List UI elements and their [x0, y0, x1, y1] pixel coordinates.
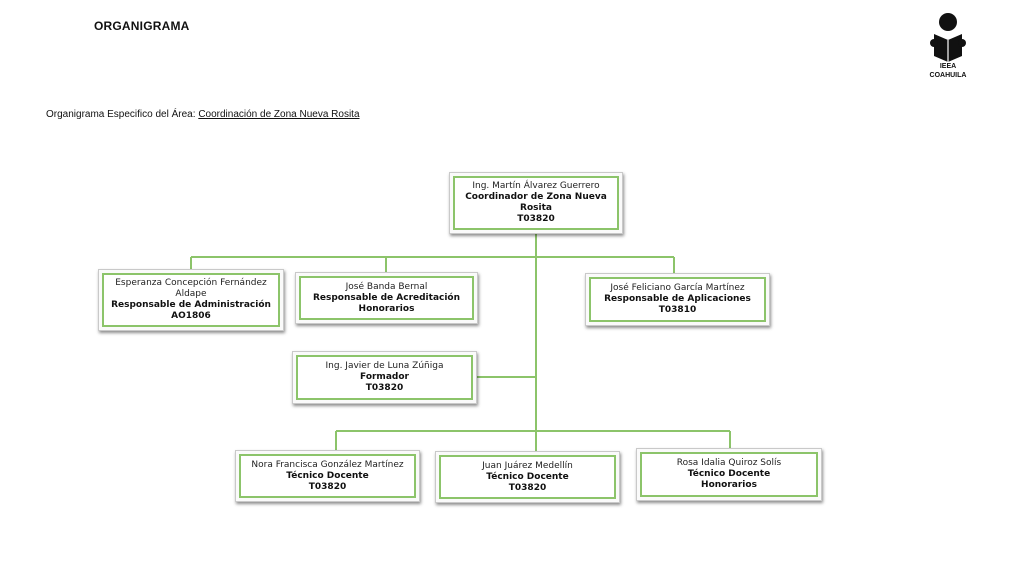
node-role: Técnico Docente — [286, 470, 369, 481]
node-code: Honorarios — [358, 303, 415, 314]
node-name: Nora Francisca González Martínez — [251, 459, 404, 470]
node-role: Técnico Docente — [486, 471, 569, 482]
node-name: José Feliciano García Martínez — [610, 283, 745, 293]
subtitle-area: Coordinación de Zona Nueva Rosita — [198, 109, 360, 120]
node-code: T03820 — [517, 214, 555, 224]
ieea-logo: IEEA COAHUILA — [922, 12, 974, 80]
org-area-subtitle: Organigrama Especifico del Área: Coordin… — [46, 109, 360, 120]
node-tecnico-3: Rosa Idalia Quiroz Solís Técnico Docente… — [636, 448, 822, 501]
page-title: ORGANIGRAMA — [94, 19, 190, 33]
node-role: Técnico Docente — [687, 469, 771, 479]
node-role: Responsable de Acreditación — [312, 292, 461, 303]
node-tecnico-2: Juan Juárez Medellín Técnico Docente T03… — [435, 451, 620, 503]
node-name: Ing. Javier de Luna Zúñiga — [325, 361, 444, 371]
node-formador: Ing. Javier de Luna Zúñiga Formador T038… — [292, 351, 477, 404]
node-name: Juan Juárez Medellín — [482, 460, 573, 471]
node-administracion: Esperanza Concepción Fernández Aldape Re… — [98, 269, 284, 331]
node-code: T03810 — [658, 305, 697, 315]
node-code: Honorarios — [701, 480, 757, 490]
node-name: Rosa Idalia Quiroz Solís — [676, 458, 782, 468]
node-role: Formador — [360, 372, 409, 382]
person-reading-icon — [930, 13, 966, 62]
node-code: T03820 — [508, 482, 547, 493]
node-role: Coordinador de Zona Nueva Rosita — [465, 192, 607, 213]
node-role: Responsable de Aplicaciones — [604, 294, 751, 304]
node-name: Ing. Martín Álvarez Guerrero — [472, 181, 600, 191]
node-role: Responsable de Administración — [111, 300, 271, 310]
node-name: José Banda Bernal — [345, 281, 428, 292]
node-coordinator: Ing. Martín Álvarez Guerrero Coordinador… — [449, 172, 623, 234]
node-code: T03820 — [308, 481, 347, 492]
node-tecnico-1: Nora Francisca González Martínez Técnico… — [235, 450, 420, 502]
node-code: T03820 — [365, 383, 404, 393]
node-aplicaciones: José Feliciano García Martínez Responsab… — [585, 273, 770, 326]
node-name: Esperanza Concepción Fernández Aldape — [115, 278, 267, 299]
node-code: AO1806 — [171, 311, 211, 321]
subtitle-prefix: Organigrama Especifico del Área: — [46, 109, 196, 120]
logo-line-1: IEEA — [939, 63, 957, 70]
node-acreditacion: José Banda Bernal Responsable de Acredit… — [295, 272, 478, 324]
logo-line-2: COAHUILA — [929, 72, 967, 79]
